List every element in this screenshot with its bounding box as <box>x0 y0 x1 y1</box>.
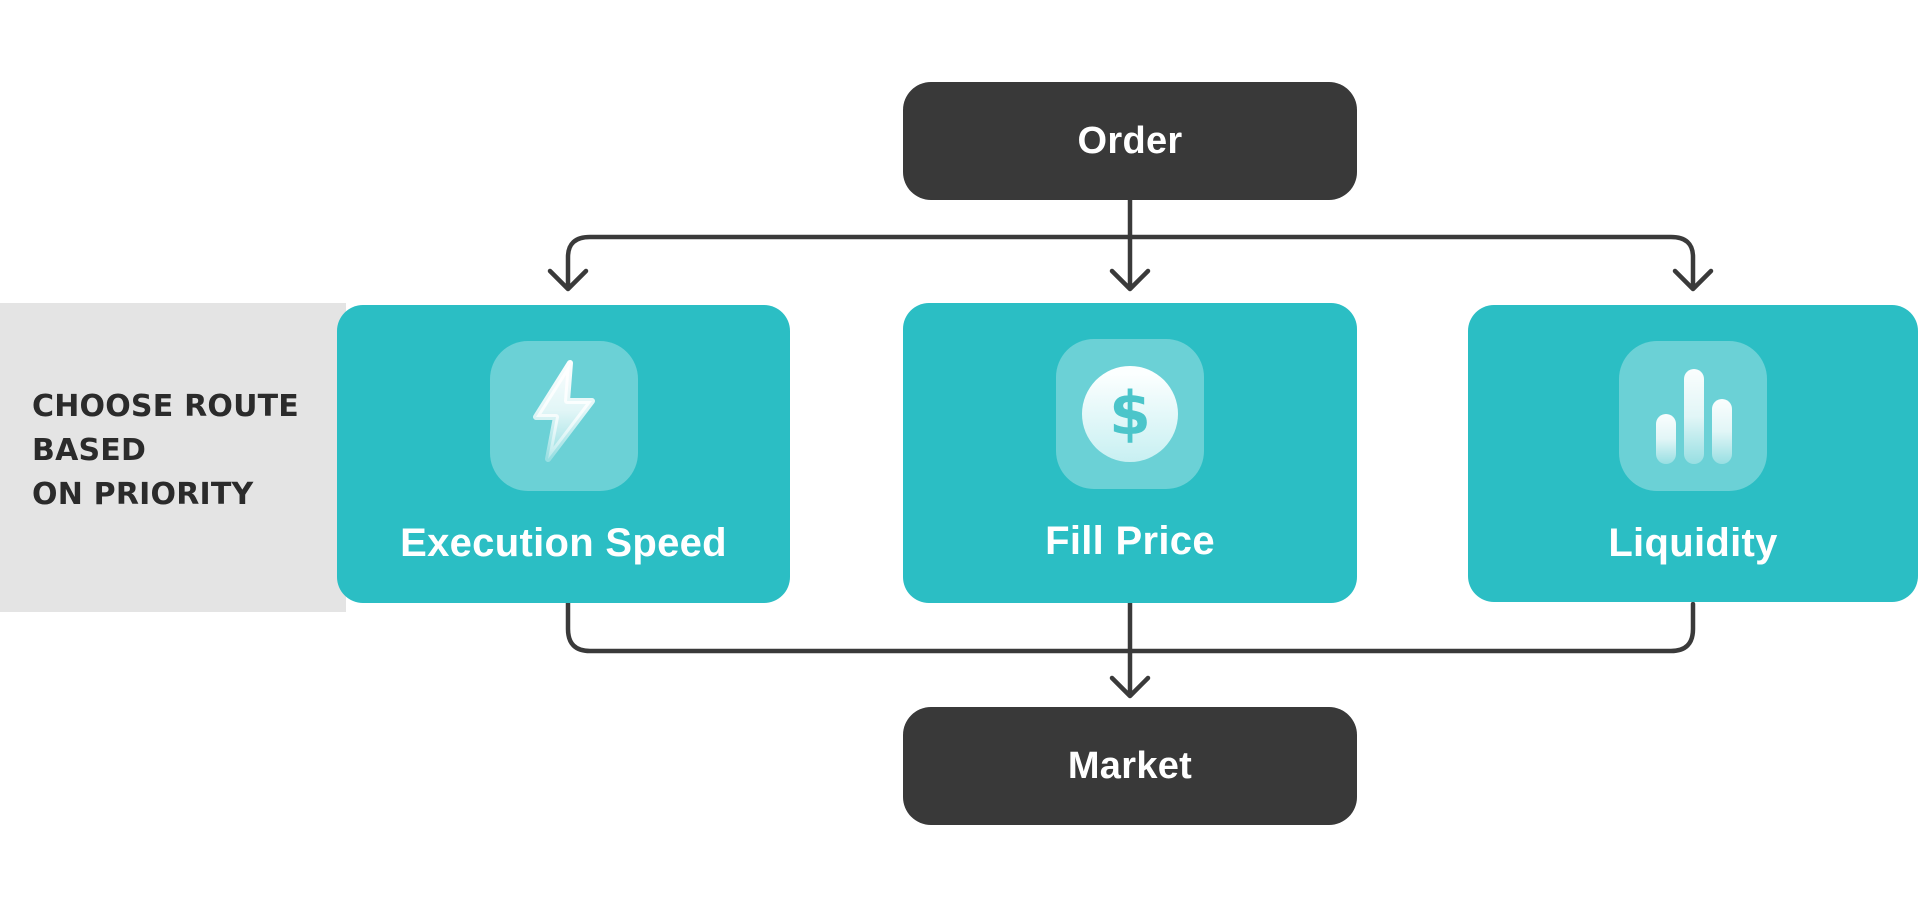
priority-caption: CHOOSE ROUTE BASED ON PRIORITY <box>32 385 299 517</box>
dollar-glyph: $ <box>1109 379 1151 449</box>
branch-label: Execution Speed <box>400 521 727 565</box>
icon-chip <box>1619 341 1767 491</box>
bar-chart-icon <box>1656 369 1732 464</box>
caption-line: ON PRIORITY <box>32 477 254 512</box>
priority-band: CHOOSE ROUTE BASED ON PRIORITY <box>0 303 346 612</box>
branch-card-fill-price: $ Fill Price <box>903 303 1357 603</box>
arrow-branches-to-market <box>1109 599 1151 699</box>
dollar-sign-icon: $ <box>1082 366 1178 462</box>
branch-card-execution-speed: Execution Speed <box>337 305 790 603</box>
icon-chip <box>489 341 638 491</box>
node-market: Market <box>903 707 1357 825</box>
node-order: Order <box>903 82 1357 200</box>
arrow-order-to-liquidity <box>1127 234 1714 292</box>
icon-chip: $ <box>1056 339 1204 489</box>
market-label: Market <box>1067 744 1193 787</box>
line-liquidity-to-market <box>1127 601 1696 654</box>
caption-line: BASED <box>32 433 147 468</box>
branch-label: Fill Price <box>1045 519 1215 563</box>
lightning-bolt-icon <box>532 360 595 462</box>
branch-label: Liquidity <box>1608 521 1778 565</box>
arrow-order-to-fill-price <box>1109 197 1151 292</box>
arrow-order-to-execution-speed <box>547 234 1133 292</box>
caption-line: CHOOSE ROUTE <box>32 389 299 424</box>
order-label: Order <box>1077 119 1183 162</box>
branch-card-liquidity: Liquidity <box>1468 305 1918 602</box>
line-execution-speed-to-market <box>565 600 1133 654</box>
